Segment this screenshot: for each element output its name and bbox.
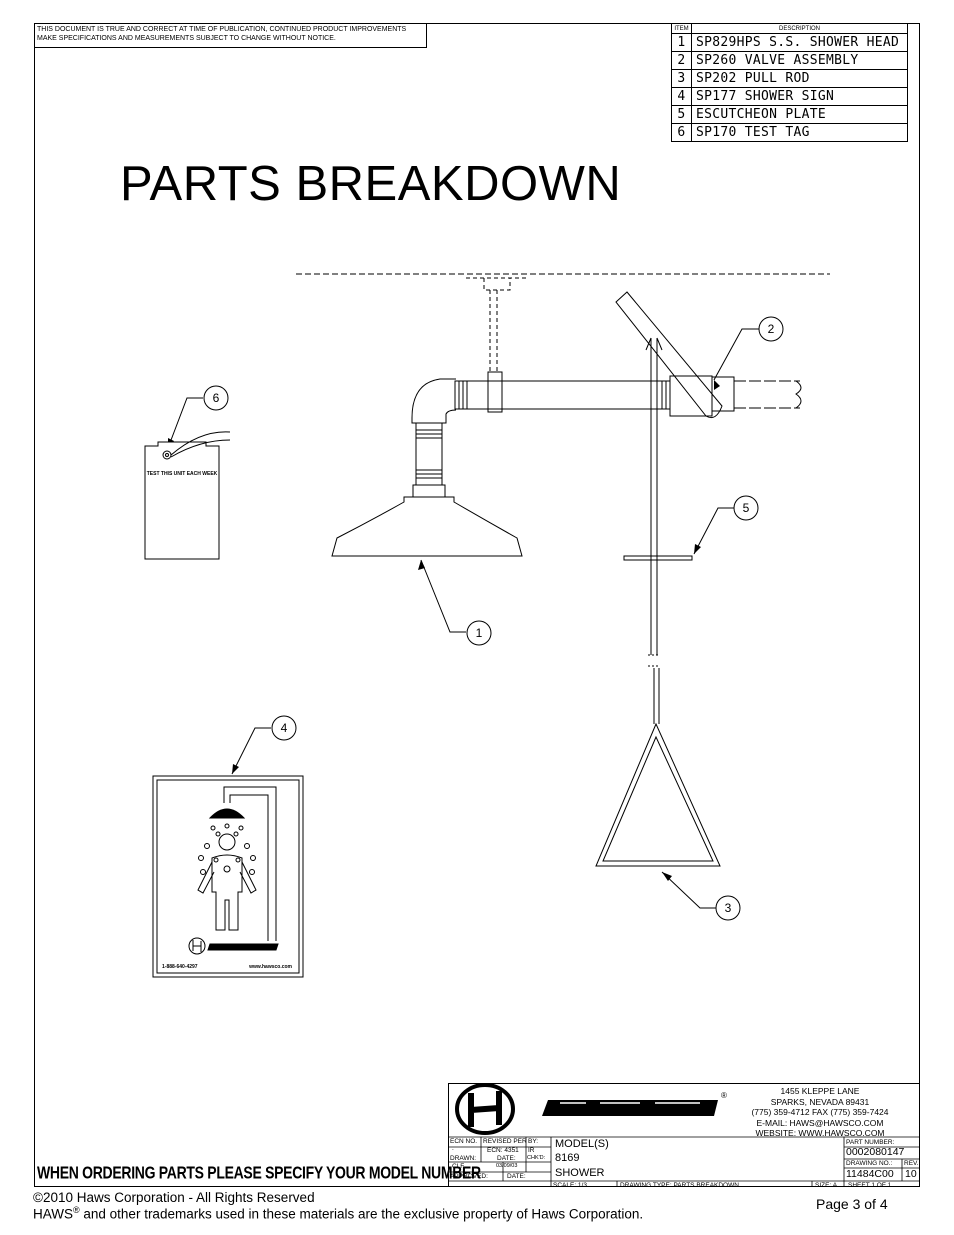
pull-handle-triangle: [595, 722, 721, 867]
address-line: E-MAIL: HAWS@HAWSCO.COM: [756, 1117, 884, 1128]
date-label: DATE:: [497, 1155, 516, 1162]
part-number-label: PART NUMBER:: [846, 1139, 895, 1146]
shower-head: [331, 496, 523, 557]
drawing-no-label: DRAWING NO.:: [846, 1160, 893, 1167]
valve-body: [669, 375, 802, 417]
rev-value: 10: [905, 1168, 917, 1180]
item-description: SP260 VALVE ASSEMBLY: [691, 51, 908, 70]
callout-2-circle: [758, 316, 784, 342]
approved-label: APPROVED:: [450, 1173, 488, 1180]
haws-logo-icon: [188, 937, 279, 955]
disclaimer-line-1: THIS DOCUMENT IS TRUE AND CORRECT AT TIM…: [37, 26, 407, 33]
trademark-text: and other trademarks used in these mater…: [79, 1206, 644, 1222]
test-tag-text: TEST THIS UNIT EACH WEEK: [147, 471, 218, 477]
sheet-size: SIZE: A: [815, 1182, 838, 1189]
item-description: SP170 TEST TAG: [691, 123, 908, 142]
order-note: WHEN ORDERING PARTS PLEASE SPECIFY YOUR …: [37, 1162, 481, 1182]
registered-mark: ®: [721, 1091, 727, 1100]
page-number: Page 3 of 4: [816, 1196, 888, 1212]
date2-label: DATE:: [507, 1173, 526, 1180]
address-line: SPARKS, NEVADA 89431: [770, 1096, 870, 1107]
company-address: 1455 KLEPPE LANE SPARKS, NEVADA 89431 (7…: [730, 1086, 910, 1139]
trademark-name: HAWS: [33, 1206, 73, 1222]
disclaimer-notice: THIS DOCUMENT IS TRUE AND CORRECT AT TIM…: [34, 23, 427, 48]
escutcheon-plate: [623, 555, 693, 561]
callout-6-circle: [203, 385, 229, 411]
sign-phone: 1-888-640-4297: [162, 964, 198, 970]
revised-per-value: ECN: 4351: [487, 1147, 519, 1154]
address-line: 1455 KLEPPE LANE: [780, 1086, 860, 1096]
callout-4-label: 4: [281, 721, 288, 735]
scale: SCALE: 1/3: [553, 1182, 587, 1189]
callout-1-label: 1: [476, 626, 483, 640]
drawing-no-value: 11484C00: [846, 1168, 894, 1180]
leader-1: [420, 559, 466, 633]
registered-symbol: ®: [73, 1205, 80, 1215]
date-value: 03/09/03: [496, 1163, 518, 1169]
disclaimer-line-2: MAKE SPECIFICATIONS AND MEASUREMENTS SUB…: [37, 35, 336, 42]
address-line: WEBSITE: WWW.HAWSCO.COM: [755, 1128, 885, 1138]
trademark-notice: HAWS® and other trademarks used in these…: [33, 1205, 643, 1222]
haws-brand-logo: [455, 1083, 718, 1135]
valve-handle: [615, 291, 723, 419]
item-description: SP177 SHOWER SIGN: [691, 87, 908, 106]
callout-3-label: 3: [725, 901, 732, 915]
callout-6-label: 6: [213, 391, 220, 405]
drawn-value: CLF: [452, 1163, 465, 1170]
leader-5: [693, 507, 734, 555]
models-value: 8169: [555, 1152, 580, 1164]
models-label: MODEL(S): [555, 1138, 609, 1150]
test-tag: [144, 431, 231, 560]
leader-2: [713, 328, 759, 381]
callout-3-circle: [715, 895, 741, 921]
shower-sign: [152, 775, 304, 978]
page-title: PARTS BREAKDOWN: [120, 157, 622, 211]
ecn-no-value: .: [452, 1145, 454, 1152]
sign-website: www.hawsco.com: [248, 964, 292, 970]
item-description: SP829HPS S.S. SHOWER HEAD: [691, 33, 908, 52]
callout-5-label: 5: [743, 501, 750, 515]
item-description: ESCUTCHEON PLATE: [691, 105, 908, 124]
callout-5-circle: [733, 495, 759, 521]
ecn-no-label: ECN NO.: [450, 1138, 478, 1145]
callout-4-circle: [271, 715, 297, 741]
copyright: ©2010 Haws Corporation - All Rights Rese…: [33, 1190, 315, 1205]
callout-1-circle: [466, 620, 492, 646]
title-block: [448, 1083, 920, 1187]
chkd-label: CHK'D:: [527, 1155, 546, 1161]
item-number: 6: [671, 123, 692, 142]
sheet-number: SHEET 1 OF 1: [848, 1182, 892, 1189]
leader-6: [167, 397, 203, 449]
callout-2-label: 2: [768, 322, 775, 336]
pipe-elbow: [411, 378, 457, 424]
drawn-label: DRAWN:: [450, 1155, 477, 1162]
address-line: (775) 359-4712 FAX (775) 359-7424: [751, 1107, 889, 1117]
product-name: SHOWER: [555, 1167, 605, 1179]
ceiling-flange: [466, 277, 528, 372]
revised-per-label: REVISED PER: [483, 1138, 527, 1145]
drawing-type: DRAWING TYPE: PARTS BREAKDOWN: [620, 1182, 739, 1189]
leader-3: [661, 871, 716, 909]
shower-pictogram-icon: [197, 786, 277, 941]
leader-4: [231, 727, 271, 775]
rev-label: REV.: [904, 1160, 919, 1167]
by-value: IR: [528, 1147, 535, 1154]
by-label: BY:: [528, 1138, 539, 1145]
part-number-value: 0002080147: [846, 1146, 905, 1158]
pull-rod: [645, 337, 663, 724]
